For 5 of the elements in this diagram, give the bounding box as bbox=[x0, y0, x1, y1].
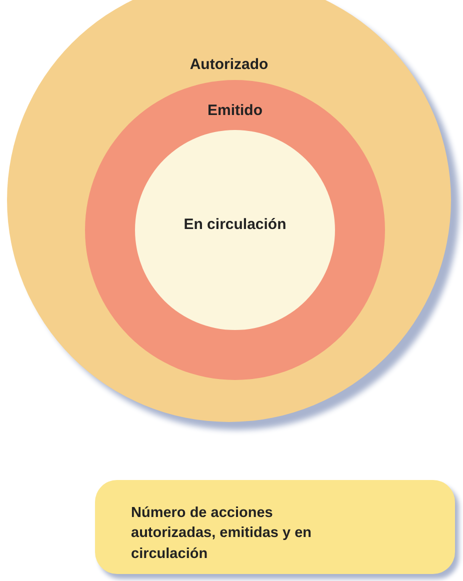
ring-label: Emitido bbox=[208, 102, 262, 119]
caption-box bbox=[95, 480, 455, 574]
caption-text: Número de acciones autorizadas, emitidas y en circulación bbox=[131, 504, 313, 564]
circle-label: Autorizado bbox=[190, 56, 268, 73]
circle-label: En circulación bbox=[184, 216, 286, 233]
